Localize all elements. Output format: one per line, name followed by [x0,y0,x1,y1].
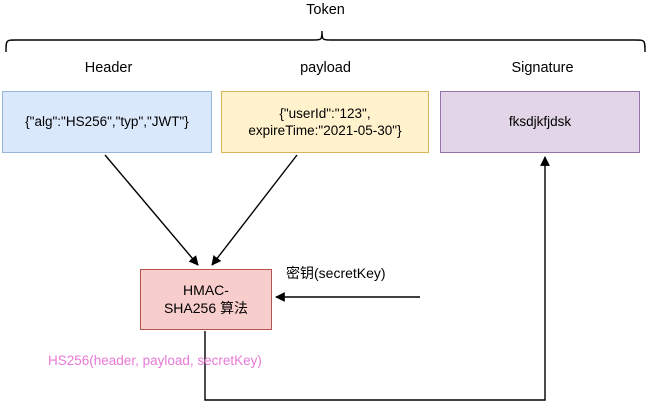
payload-box: {"userId":"123", expireTime:"2021-05-30"… [221,91,429,153]
payload-caption: payload [300,60,351,76]
signature-box: fksdjkfjdsk [440,91,640,153]
secret-key-label: 密钥(secretKey) [286,265,386,281]
token-title: Token [306,2,345,18]
signature-caption: Signature [511,60,574,76]
header-caption: Header [84,60,133,76]
hmac-sha256-algorithm-box: HMAC- SHA256 算法 [140,269,272,330]
hs256-formula-label: HS256(header, payload, secretKey) [48,353,262,368]
token-brace-path [5,30,646,53]
edge-payload-to-algorithm [211,154,298,266]
edge-header-to-algorithm [104,154,199,266]
header-box: {"alg":"HS256","typ","JWT"} [2,91,212,153]
